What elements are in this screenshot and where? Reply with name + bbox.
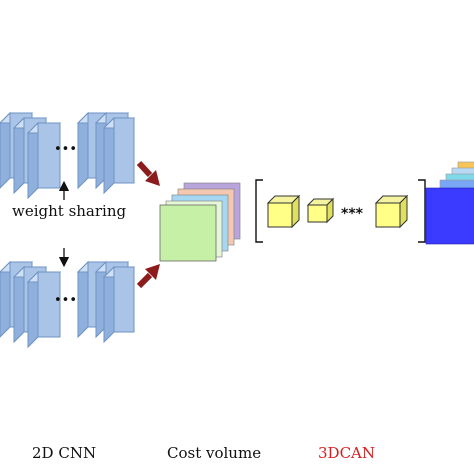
caption-cost-volume: Cost volume bbox=[167, 444, 262, 462]
conv3d-cube bbox=[266, 194, 301, 229]
conv3d-cube bbox=[306, 197, 335, 224]
cnn-bottom-stack: ••• bbox=[0, 260, 136, 349]
3dcan-block: *** bbox=[255, 179, 426, 243]
right-bracket bbox=[418, 179, 426, 243]
cost-volume-front bbox=[159, 204, 217, 262]
output-volume-front bbox=[425, 187, 474, 245]
weight-sharing-label: weight sharing bbox=[12, 202, 127, 220]
feature-map bbox=[26, 270, 62, 349]
caption-2d-cnn: 2D CNN bbox=[32, 444, 97, 462]
cost-volume bbox=[159, 182, 241, 262]
output-volume bbox=[425, 161, 474, 245]
ellipsis-top: ••• bbox=[54, 142, 77, 157]
ellipsis-bottom: ••• bbox=[54, 293, 77, 308]
cnn-top-stack: ••• bbox=[0, 111, 136, 200]
feature-map bbox=[26, 121, 62, 200]
caption-3dcan: 3DCAN bbox=[318, 444, 376, 462]
ellipsis-3dcan: *** bbox=[341, 206, 364, 222]
left-bracket bbox=[255, 179, 263, 243]
feature-map bbox=[102, 265, 136, 344]
arrow-bottom-to-cost-volume bbox=[136, 264, 160, 289]
conv3d-cube bbox=[374, 194, 409, 229]
feature-map bbox=[102, 116, 136, 195]
arrow-top-to-cost-volume bbox=[136, 160, 160, 186]
